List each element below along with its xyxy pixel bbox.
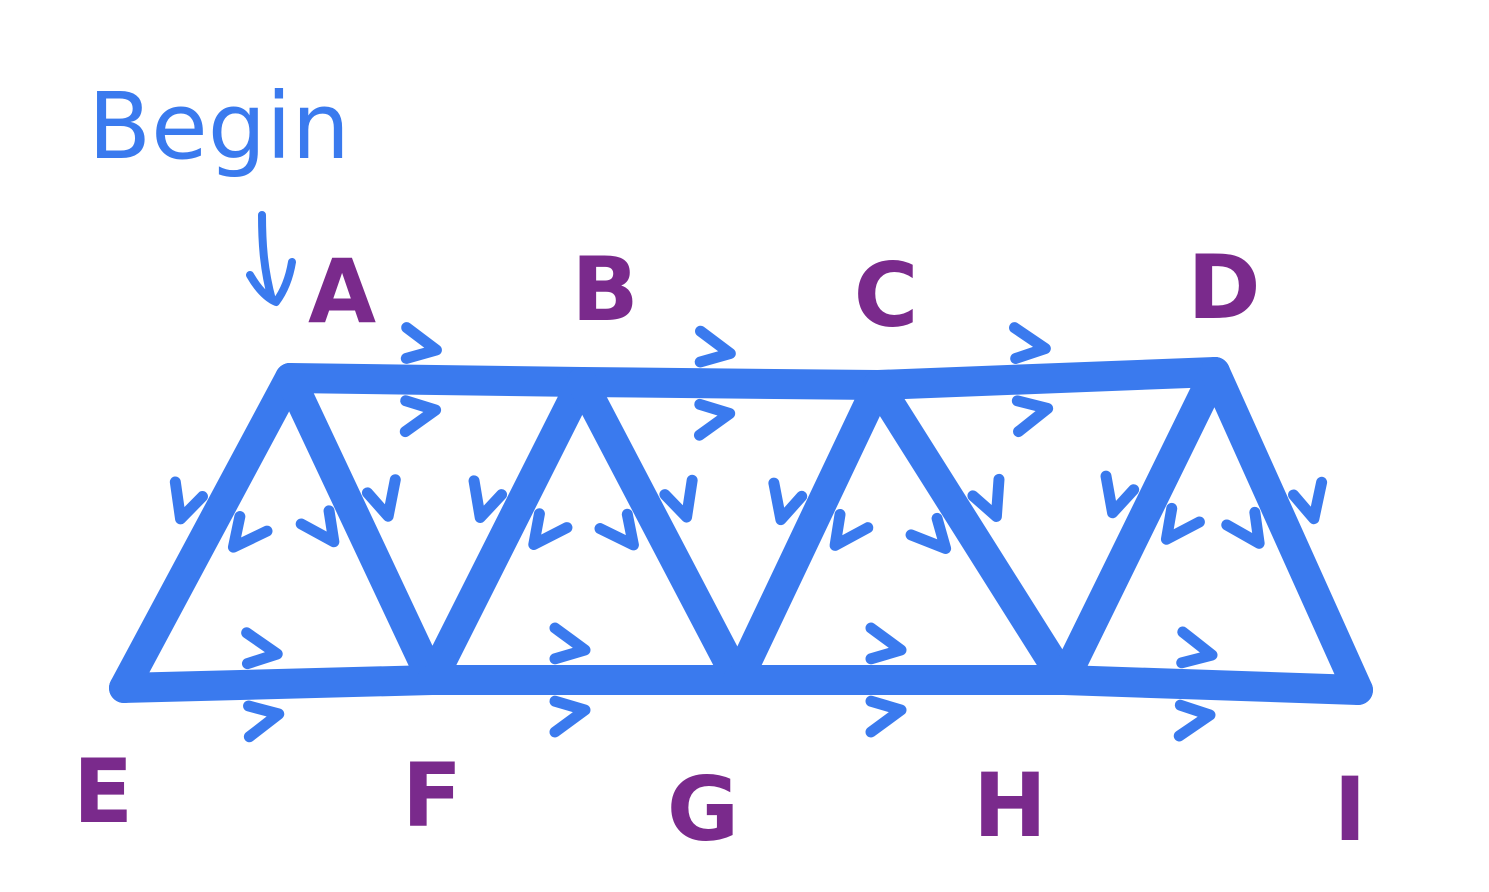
edge-A-E [109,363,305,703]
edge-C-D [863,357,1230,400]
arrow-icon-B-F-a [468,475,508,524]
arrow-icon-D-H-b [1160,502,1205,545]
arrow-icon-B-F-b [528,508,573,550]
edge-C-G [723,370,893,695]
arrow-icon-G-H-b [865,622,907,665]
edge-H-I [1049,665,1373,705]
arrow-icon-B-G-b [659,474,698,523]
arrow-icon-C-D-a [1011,395,1054,438]
arrow-icon-D-I-b [1288,476,1328,525]
vertex-label-h: H [973,754,1047,857]
vertex-label-b: B [571,238,638,341]
arrow-icon-E-F-b [241,627,283,670]
arrow-icon-D-H-a [1100,470,1140,519]
edge-E-F [109,665,447,703]
edges-layer [109,322,1373,743]
arrow-icon-E-F-a [243,700,285,743]
begin-indicator: Begin [88,73,350,306]
arrow-icon-H-I-a [1173,699,1216,742]
arrow-icon-C-G-a [768,477,808,526]
arrow-icon-B-C-b [694,325,736,368]
arrow-icon-A-F-b [361,474,401,522]
edge-A-F [275,363,447,695]
arrow-icon-A-F-a [295,505,340,548]
arrow-icon-C-H-a [905,512,952,554]
arrow-icon-C-G-b [829,508,874,551]
arrow-icon-H-I-b [1176,626,1218,669]
arrow-icon-B-G-a [594,508,639,551]
edge-A-B [275,363,597,397]
vertex-label-a: A [308,240,376,343]
labels-layer: A B C D E F G H I [73,236,1366,861]
arrow-icon-F-G-b [549,622,591,665]
arrow-icon-F-G-a [549,695,591,738]
vertex-label-d: D [1187,236,1260,339]
arrow-icon-C-H-b [967,473,1005,522]
arrow-icon-A-E-b [227,511,273,553]
edge-B-C [567,367,893,400]
vertex-label-c: C [854,244,919,347]
vertex-label-i: I [1334,758,1367,861]
edge-B-F [417,367,597,695]
begin-arrow-icon [246,211,296,306]
vertex-label-f: F [402,744,462,847]
arrow-icon-A-B-a [399,395,442,438]
arrow-icon-A-B-b [400,322,442,364]
arrow-icon-B-C-a [693,398,736,441]
begin-label: Begin [88,73,350,180]
edge-C-H [863,370,1079,695]
arrow-icon-C-D-b [1009,322,1051,364]
vertex-label-g: G [667,758,739,861]
vertex-label-e: E [73,740,133,843]
edge-B-G [567,367,753,695]
arrow-icon-D-I-a [1221,506,1265,549]
arrow-icon-A-E-a [169,476,208,525]
arrow-icon-G-H-a [865,695,907,738]
edge-D-I [1200,357,1373,705]
edge-D-H [1049,357,1230,695]
